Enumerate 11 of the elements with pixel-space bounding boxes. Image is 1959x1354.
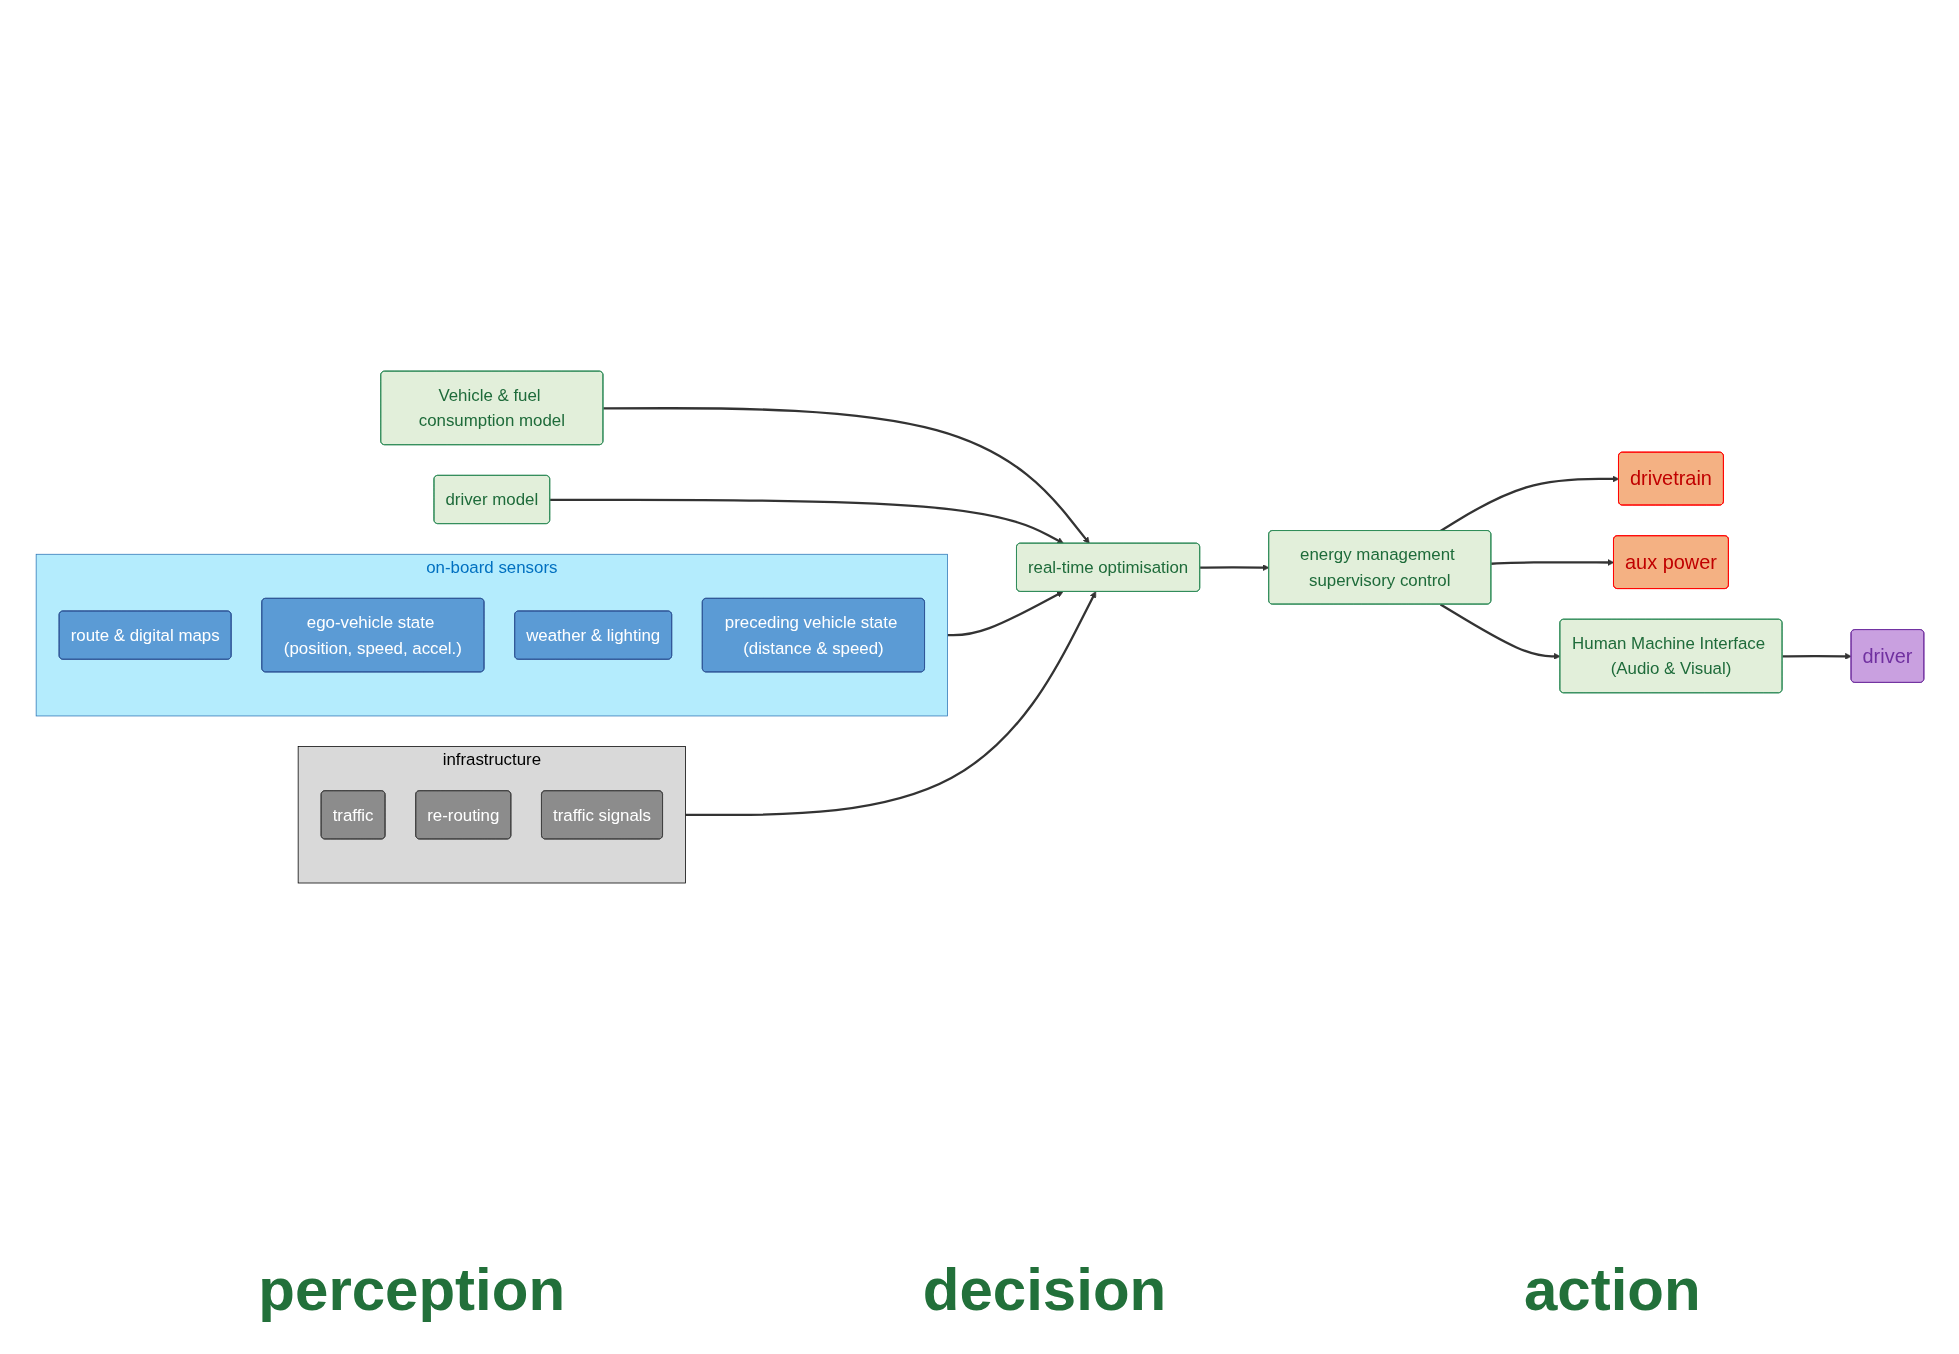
arrow (1199, 564, 1269, 572)
arrow (1490, 559, 1614, 567)
arrow (685, 591, 1096, 817)
column-heading: perception (258, 1255, 566, 1324)
arrow (1439, 603, 1561, 661)
arrow (947, 591, 1063, 637)
arrow (602, 407, 1090, 545)
column-heading: decision (922, 1255, 1167, 1324)
column-heading: action (1523, 1255, 1701, 1324)
arrow (1781, 653, 1852, 661)
arrow (549, 499, 1064, 545)
